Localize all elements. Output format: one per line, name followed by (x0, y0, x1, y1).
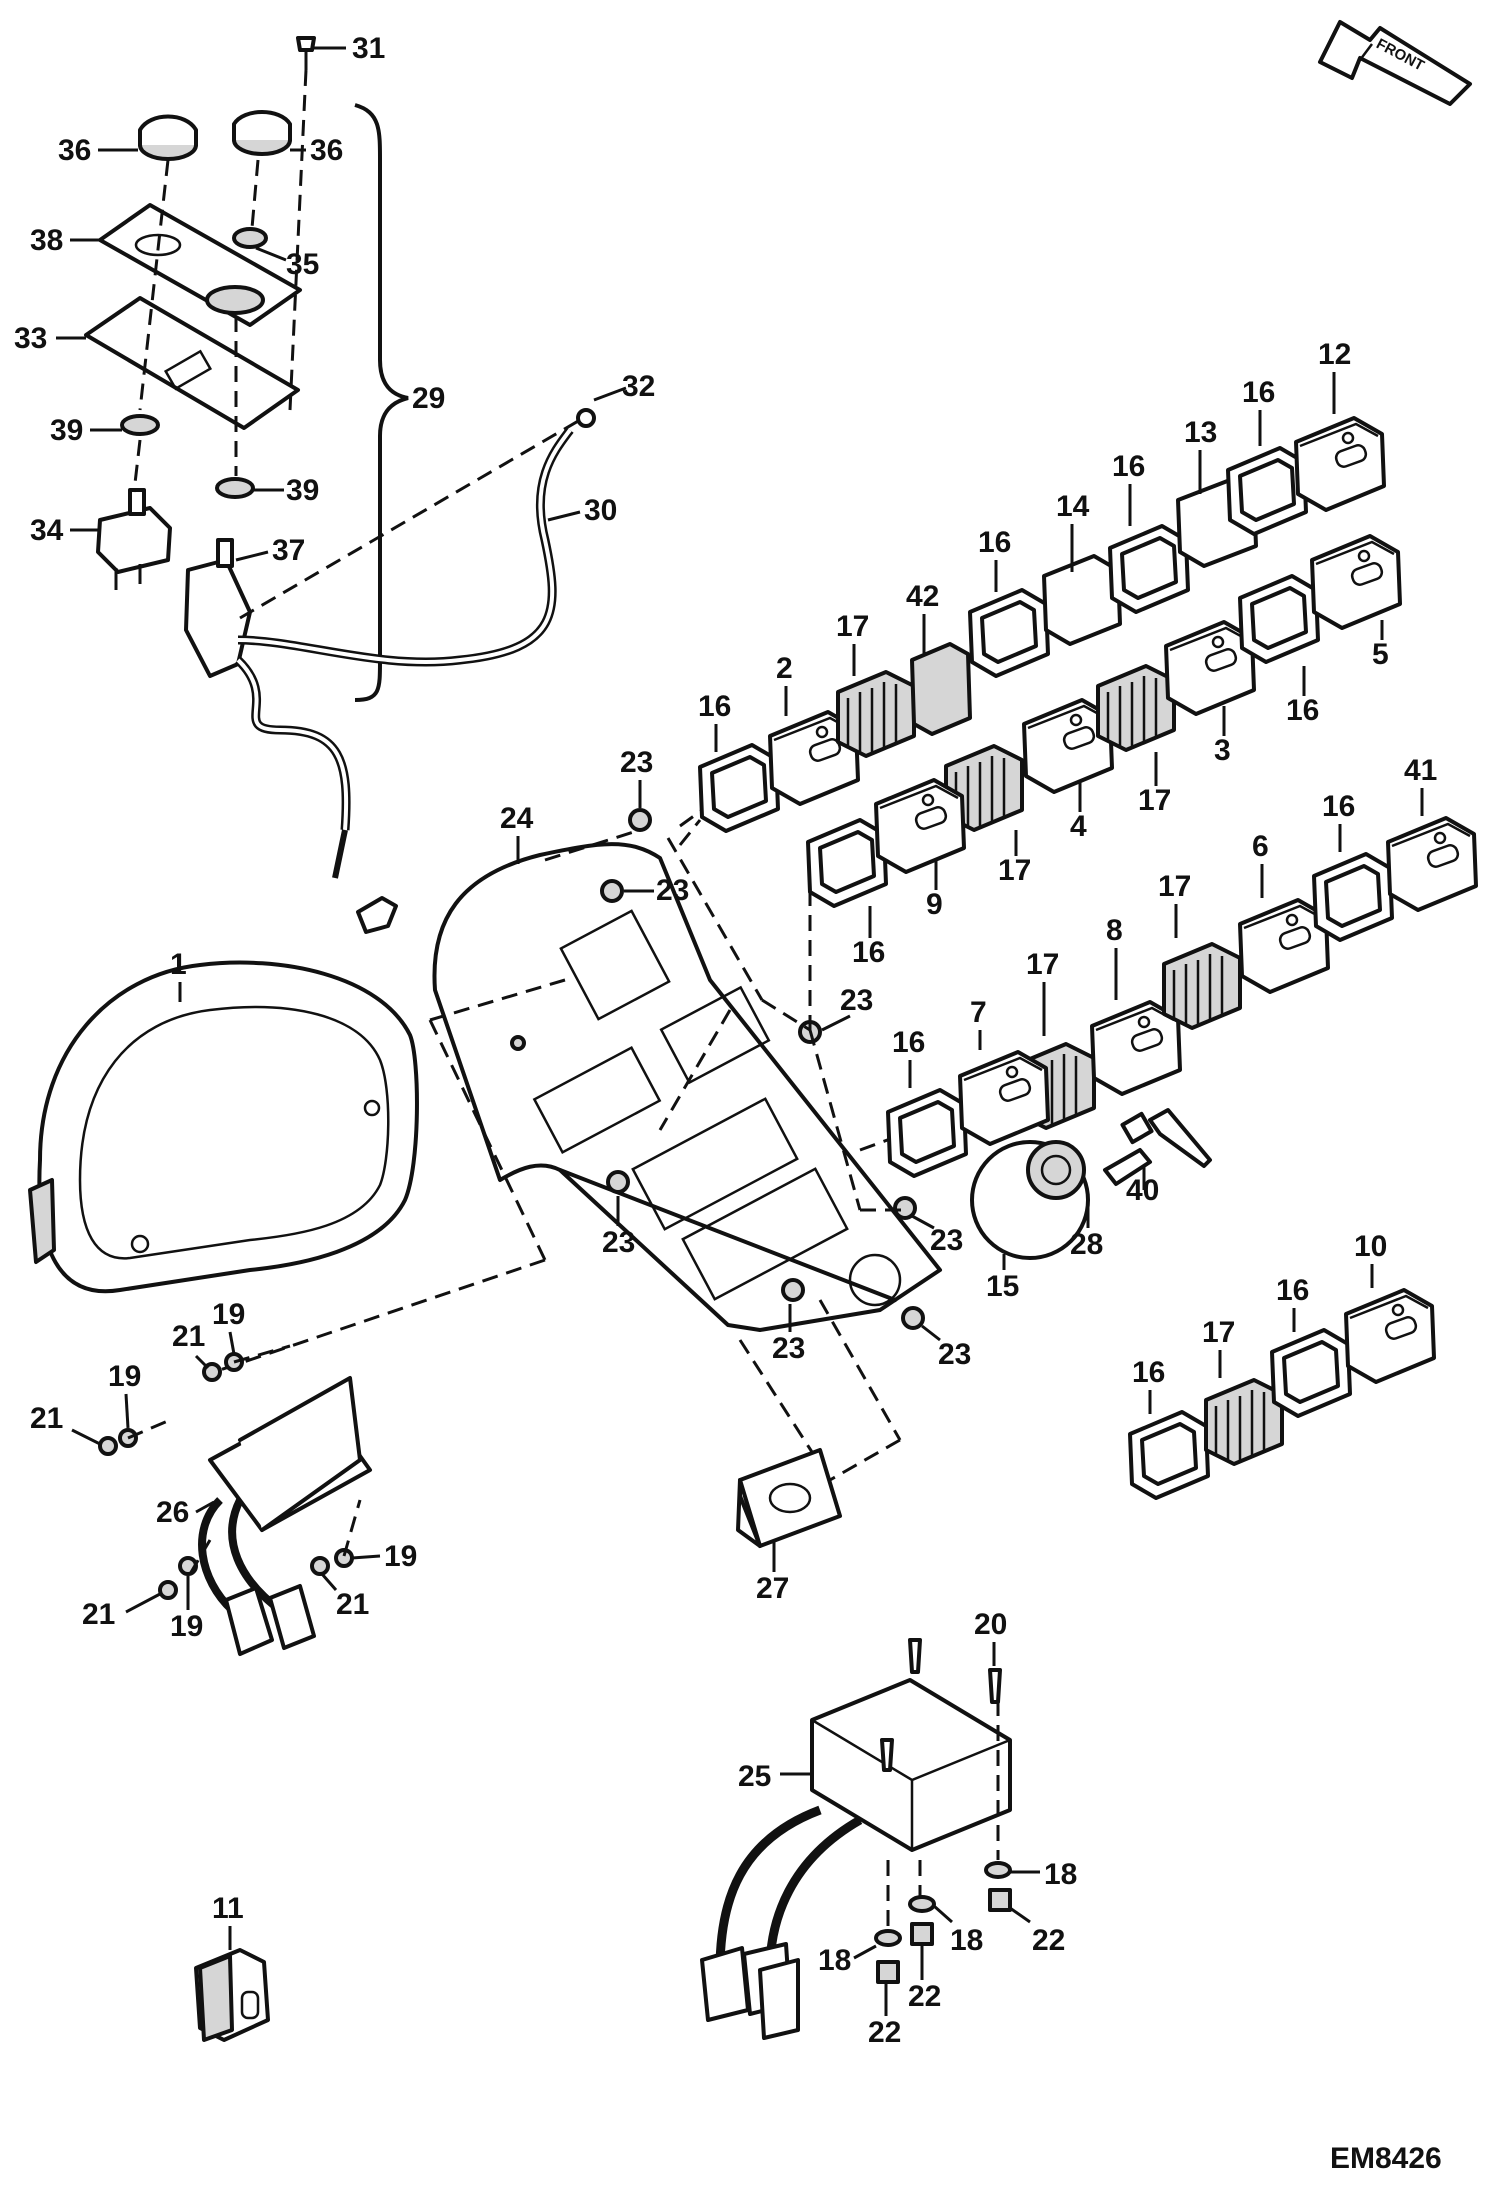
callout-7: 7 (970, 996, 987, 1029)
callout-16-j: 16 (1132, 1356, 1165, 1389)
callout-33: 33 (14, 322, 47, 355)
callout-23-e: 23 (930, 1224, 963, 1257)
callout-23-b: 23 (656, 874, 689, 907)
callout-17-c: 17 (998, 854, 1031, 887)
mounting-bracket (736, 1448, 842, 1548)
figure-code: EM8426 (1330, 2142, 1442, 2175)
callout-11: 11 (212, 1892, 244, 1925)
callout-38: 38 (30, 224, 63, 257)
callout-16-b: 16 (1112, 450, 1145, 483)
callout-23-f: 23 (772, 1332, 805, 1365)
callout-21-c: 21 (336, 1588, 369, 1621)
callout-9: 9 (926, 888, 943, 921)
callout-16-e: 16 (1286, 694, 1319, 727)
callout-17-d: 17 (1158, 870, 1191, 903)
callout-16-c: 16 (978, 526, 1011, 559)
callout-26: 26 (156, 1496, 189, 1529)
callout-6: 6 (1252, 830, 1269, 863)
callout-15: 15 (986, 1270, 1019, 1303)
instrument-cluster (28, 960, 419, 1294)
callout-17-a: 17 (836, 610, 869, 643)
callout-12: 12 (1318, 338, 1351, 371)
callout-34: 34 (30, 514, 64, 547)
callout-28: 28 (1070, 1228, 1103, 1261)
callout-37: 37 (272, 534, 305, 567)
callout-2: 2 (776, 652, 793, 685)
switch-panel (432, 842, 942, 1332)
control-module-assembly (84, 36, 409, 702)
callout-27: 27 (756, 1572, 789, 1605)
ignition-key-switch (970, 1108, 1212, 1260)
callout-17-b: 17 (1138, 784, 1171, 817)
callout-21-d: 21 (82, 1598, 115, 1631)
callout-16-i: 16 (1276, 1274, 1309, 1307)
callout-8: 8 (1106, 914, 1123, 947)
callout-36-right: 36 (310, 134, 343, 167)
callout-14: 14 (1056, 490, 1090, 523)
callout-24: 24 (500, 802, 534, 835)
callout-19-d: 19 (170, 1610, 203, 1643)
callout-22-b: 22 (908, 1980, 941, 2013)
callout-16-a: 16 (1242, 376, 1275, 409)
callout-32: 32 (622, 370, 655, 403)
callout-23-g: 23 (938, 1338, 971, 1371)
callout-23-d: 23 (602, 1226, 635, 1259)
callout-13: 13 (1184, 416, 1217, 449)
callout-31: 31 (352, 32, 385, 65)
callout-16-f: 16 (852, 936, 885, 969)
callout-23-c: 23 (840, 984, 873, 1017)
rocker-switch-row-fourth (1016, 816, 1478, 1130)
callout-19-a: 19 (212, 1298, 245, 1331)
callout-17-f: 17 (1202, 1316, 1235, 1349)
callout-16-h: 16 (892, 1026, 925, 1059)
callout-19-b: 19 (108, 1360, 141, 1393)
callout-5: 5 (1372, 638, 1389, 671)
standalone-rocker-switch (194, 1948, 270, 2042)
callout-labels: 31 36 36 38 35 33 29 32 39 39 30 34 37 1… (14, 32, 1437, 2049)
callout-4: 4 (1070, 810, 1087, 843)
callout-40: 40 (1126, 1174, 1159, 1207)
controller-module (98, 1344, 372, 1656)
callout-29: 29 (412, 382, 445, 415)
relay-module (700, 1638, 1012, 2040)
callout-22-c: 22 (868, 2016, 901, 2049)
callout-41: 41 (1404, 754, 1437, 787)
callout-18-c: 18 (818, 1944, 851, 1977)
callout-1: 1 (170, 948, 187, 981)
callout-19-c: 19 (384, 1540, 417, 1573)
callout-42: 42 (906, 580, 939, 613)
callout-23-a: 23 (620, 746, 653, 779)
callout-39-left: 39 (50, 414, 83, 447)
callout-30: 30 (584, 494, 617, 527)
callout-20: 20 (974, 1608, 1007, 1641)
callout-21-a: 21 (172, 1320, 205, 1353)
callout-22-a: 22 (1032, 1924, 1065, 1957)
rocker-switch-row-bottom-right (1128, 1288, 1436, 1500)
callout-36-left: 36 (58, 134, 91, 167)
callout-39-right: 39 (286, 474, 319, 507)
callout-18-b: 18 (950, 1924, 983, 1957)
callout-16-g: 16 (1322, 790, 1355, 823)
callout-17-e: 17 (1026, 948, 1059, 981)
front-arrow-icon: FRONT (1318, 20, 1472, 106)
callout-10: 10 (1354, 1230, 1387, 1263)
callout-25: 25 (738, 1760, 771, 1793)
callout-21-b: 21 (30, 1402, 63, 1435)
callout-3: 3 (1214, 734, 1231, 767)
rocker-switch-row-top (698, 416, 1386, 833)
callout-35: 35 (286, 248, 319, 281)
wire-harness-cable (234, 408, 596, 934)
callout-16-d: 16 (698, 690, 731, 723)
callout-18-a: 18 (1044, 1858, 1077, 1891)
